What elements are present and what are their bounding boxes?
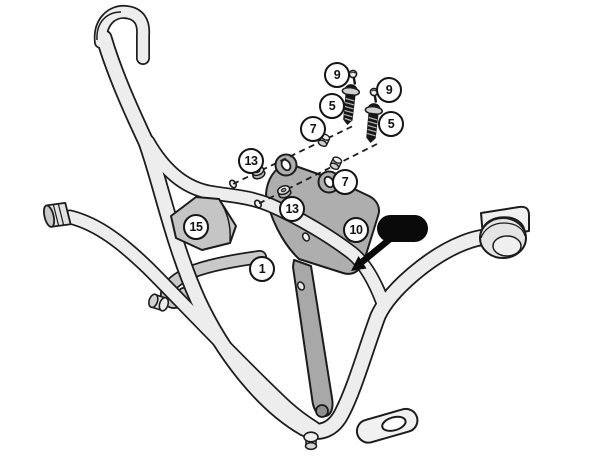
strut-end-bolt xyxy=(315,404,329,418)
support-strut xyxy=(292,259,334,418)
callout-9: 9 xyxy=(324,62,350,88)
mounting-tab xyxy=(355,407,419,444)
left-end-cap xyxy=(43,201,72,228)
callout-7: 7 xyxy=(332,169,358,195)
hook-face-line xyxy=(96,11,122,41)
callout-10: 10 xyxy=(343,217,369,243)
callout-13: 13 xyxy=(279,196,305,222)
callout-1: 1 xyxy=(249,256,275,282)
plate-hole xyxy=(301,232,311,242)
callout-13: 13 xyxy=(238,148,264,174)
bottom-rivet xyxy=(303,431,319,451)
highlight-pill xyxy=(377,215,428,242)
nut-spacer-7 xyxy=(329,156,343,170)
screw-5 xyxy=(341,84,361,125)
callout-5: 5 xyxy=(378,111,404,137)
stub-bolt xyxy=(148,293,170,312)
callout-5: 5 xyxy=(319,93,345,119)
callout-9: 9 xyxy=(376,77,402,103)
strut-hole xyxy=(296,281,306,291)
small-screw-9 xyxy=(369,87,379,103)
right-end-cap xyxy=(479,205,530,259)
arrow-icon xyxy=(351,236,393,271)
callout-7: 7 xyxy=(300,116,326,142)
callout-15: 15 xyxy=(183,214,209,240)
screw-5 xyxy=(364,103,384,143)
